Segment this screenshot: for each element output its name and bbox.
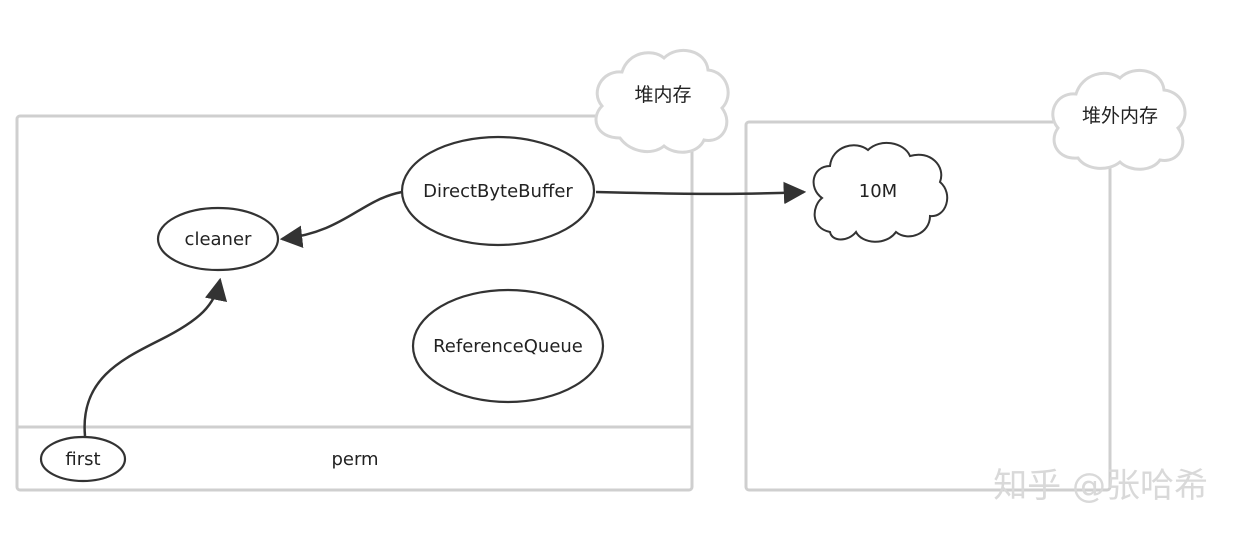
heap-region: perm [15,114,694,492]
heap-title: 堆内存 [634,84,691,106]
offheap-title-cloud: 堆外内存 [1051,68,1187,171]
first-label: first [65,449,100,470]
cleaner-label: cleaner [185,229,252,250]
first-ellipse [39,435,127,483]
reference-queue-ellipse [411,288,605,404]
arrow-buffer-to-10m [595,181,807,205]
offheap-box [744,120,1112,492]
node-direct-byte-buffer: DirectByteBuffer [400,135,596,247]
offheap-title: 堆外内存 [1082,105,1158,127]
ten-m-cloud: 10M [812,141,949,243]
offheap-cloud-shape [1051,68,1187,171]
node-reference-queue: ReferenceQueue [411,288,605,404]
offheap-region [744,120,1112,492]
direct-byte-buffer-label: DirectByteBuffer [423,181,573,202]
perm-label: perm [331,449,378,470]
node-first: first [39,435,127,483]
arrow-buffer-to-cleaner [279,190,403,248]
reference-queue-label: ReferenceQueue [433,336,583,357]
arrows [83,181,807,437]
heap-title-cloud: 堆内存 [594,48,730,154]
node-cleaner: cleaner [156,206,280,272]
direct-byte-buffer-ellipse [400,135,596,247]
watermark: 知乎 @张哈希 [993,466,1208,506]
arrow-first-to-cleaner [83,277,228,437]
ten-m-label: 10M [859,181,897,202]
cleaner-ellipse [156,206,280,272]
heap-box [15,114,694,492]
heap-cloud-shape [594,48,730,154]
ten-m-cloud-shape [812,141,949,243]
